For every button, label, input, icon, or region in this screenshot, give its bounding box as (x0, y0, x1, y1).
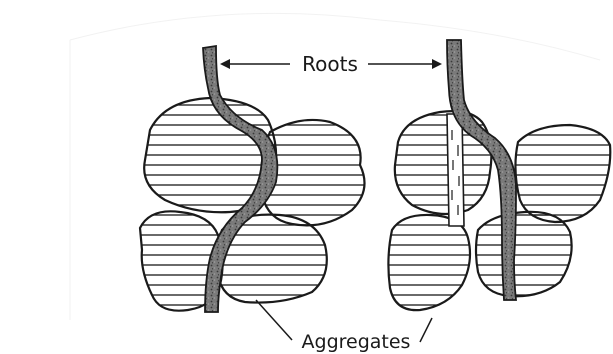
aggregate-right-bottom-left (388, 215, 470, 310)
roots-label-group: Roots (220, 52, 442, 76)
aggregates-leader-left (256, 300, 292, 340)
arrow-right-head (432, 59, 442, 69)
aggregates-label: Aggregates (302, 331, 411, 353)
old-root-channel (447, 114, 464, 226)
arrow-left-head (220, 59, 230, 69)
aggregate-right-top-right (515, 125, 610, 222)
roots-label: Roots (302, 52, 358, 76)
aggregate-right-bottom-right (476, 212, 572, 296)
aggregates-leader-right (420, 318, 432, 342)
